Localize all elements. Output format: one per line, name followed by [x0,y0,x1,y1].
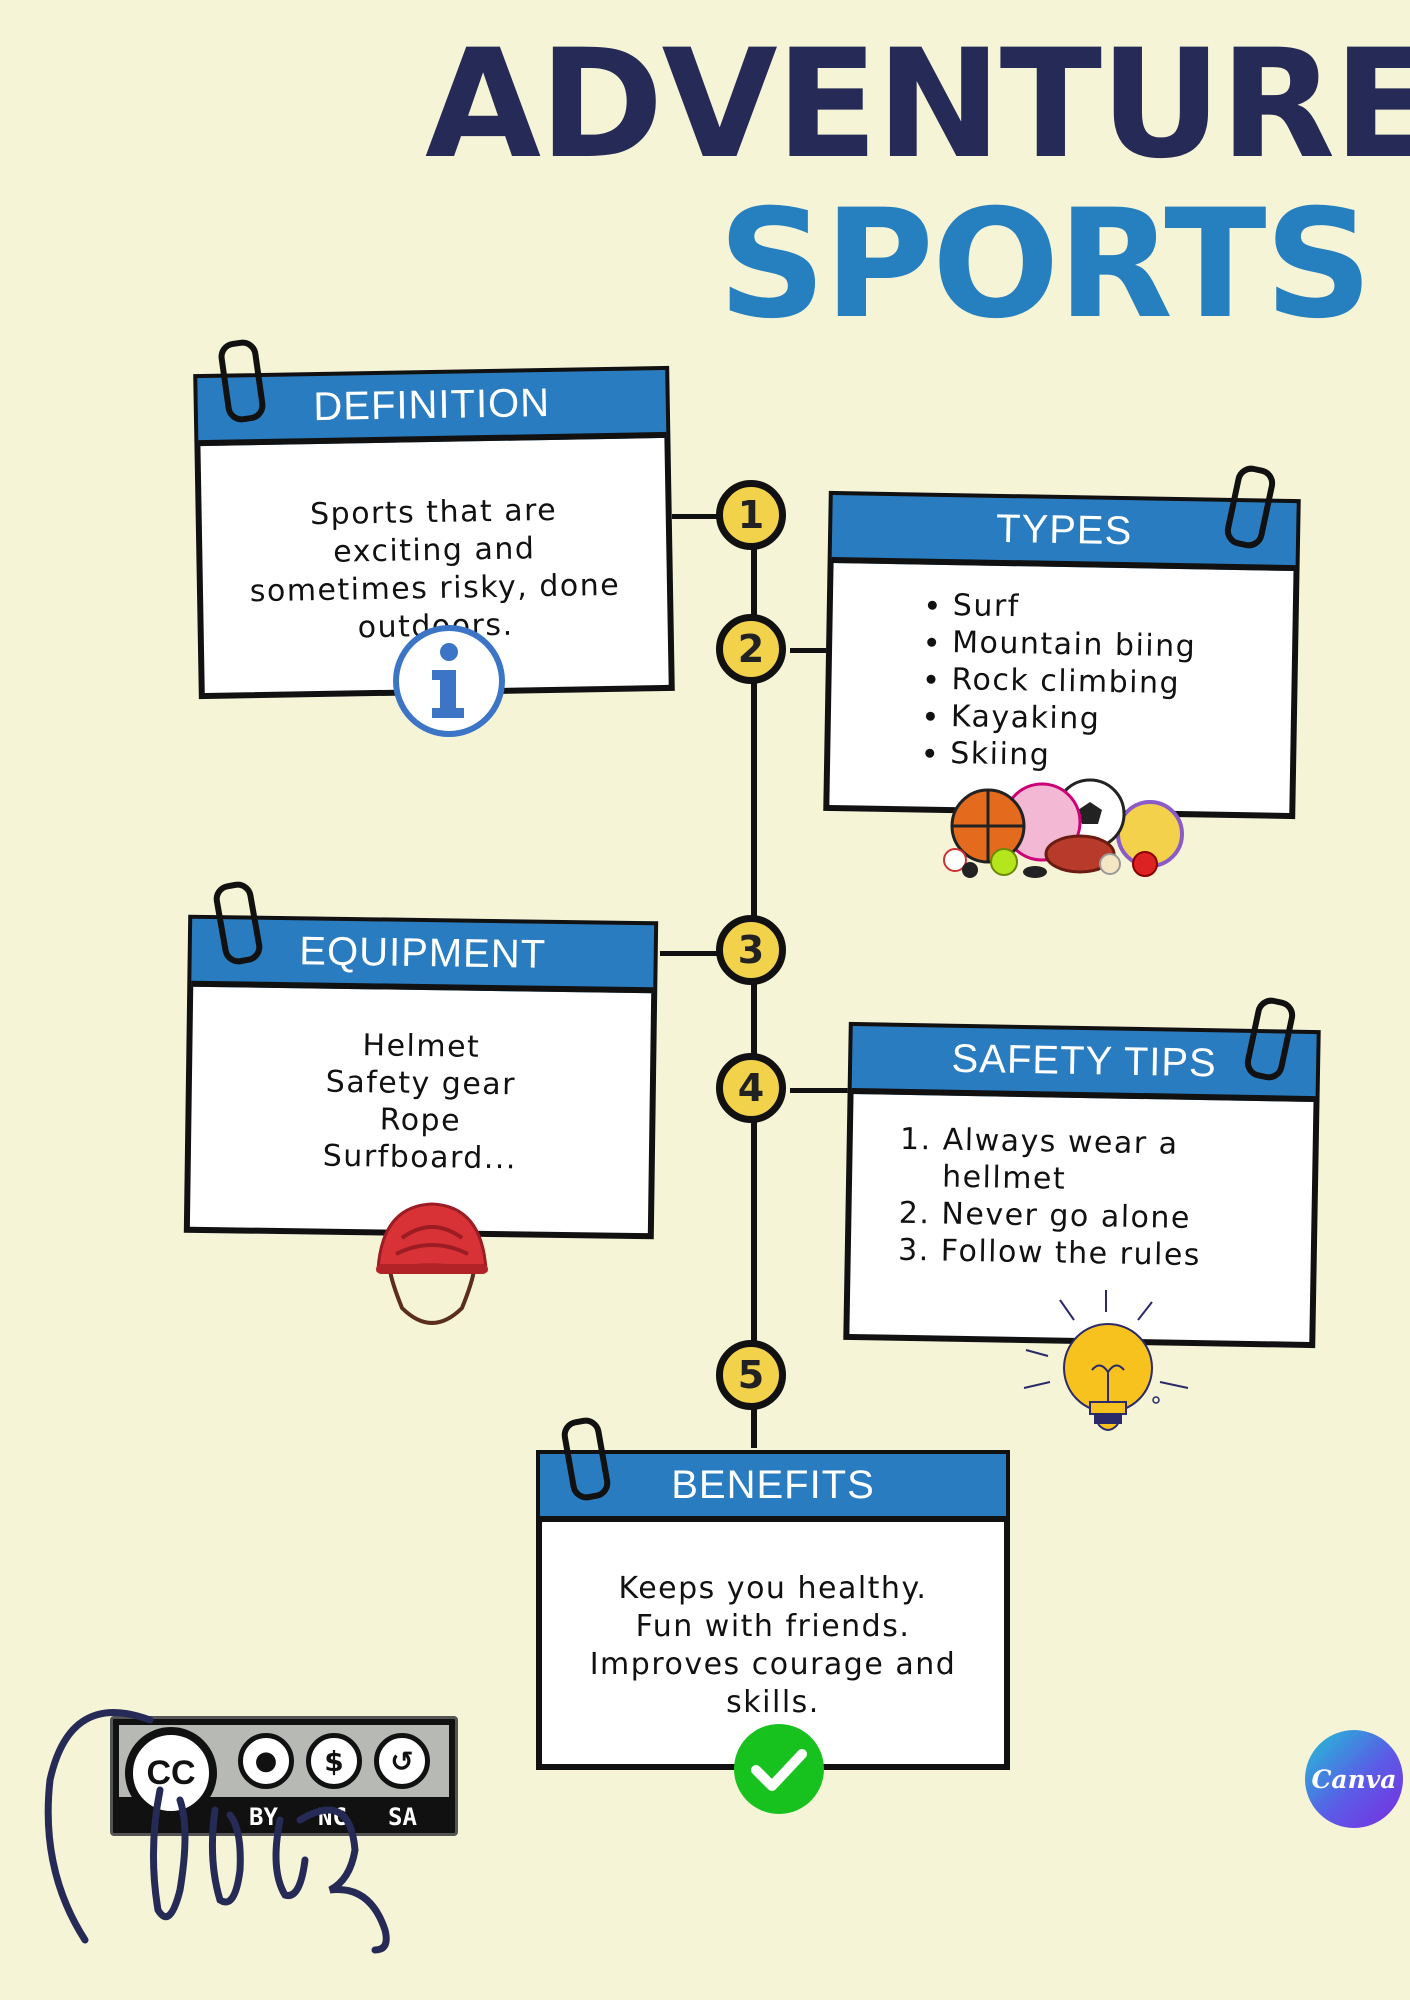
license-tag-by: BY [249,1803,278,1831]
step-node-1: 1 [716,480,786,550]
info-icon [393,625,505,737]
list-item: Follow the rules [941,1233,1292,1276]
signature [44,1709,390,1954]
benefits-card: BENEFITS Keeps you healthy. Fun with fri… [536,1450,1010,1770]
step-node-4: 4 [716,1053,786,1123]
connector-1 [672,514,722,519]
types-list: Surf Mountain biing Rock climbing Kayaki… [910,586,1263,777]
title-line-2: SPORTS [718,178,1373,352]
lightbulb-icon [1023,1290,1189,1431]
step-node-5: 5 [716,1340,786,1410]
title-line-1: ADVENTURE [425,18,1410,192]
list-item: Rock climbing [951,661,1262,703]
list-item: Improves courage and skills. [589,1647,957,1720]
checkmark-icon [734,1724,824,1814]
step-node-2: 2 [716,614,786,684]
list-item: Helmet [362,1028,481,1065]
benefits-header: BENEFITS [540,1454,1006,1522]
helmet-icon [376,1202,488,1325]
definition-header: DEFINITION [197,369,667,447]
connector-2 [790,648,830,653]
canva-logo: Canva [1305,1730,1403,1828]
list-item: Always wear a hellmet [942,1122,1293,1202]
list-item: Surf [953,587,1264,629]
license-badge: CC ● $ ↺ BY NC SA [110,1716,458,1836]
by-icon: ● [238,1733,294,1789]
step-node-3: 3 [716,915,786,985]
list-item: Safety gear [325,1064,517,1103]
list-item: Rope [379,1102,462,1139]
list-item: Kayaking [951,698,1262,740]
list-item: Never go alone [941,1196,1292,1239]
nc-icon: $ [306,1733,362,1789]
safety-tips-list: Always wear a hellmet Never go alone Fol… [871,1120,1294,1275]
equipment-card: EQUIPMENT Helmet Safety gear Rope Surfbo… [183,914,659,1240]
connector-4 [790,1088,850,1093]
sports-balls-icon [943,778,1184,878]
equipment-header: EQUIPMENT [191,918,655,994]
list-item: Mountain biing [952,624,1263,666]
sa-icon: ↺ [374,1733,430,1789]
list-item: Keeps you healthy. [618,1571,928,1606]
connector-3 [660,951,720,956]
list-item: Fun with friends. [635,1609,911,1644]
list-item: Surfboard... [322,1138,518,1177]
cc-logo: CC [125,1727,217,1819]
license-tag-sa: SA [388,1803,417,1831]
